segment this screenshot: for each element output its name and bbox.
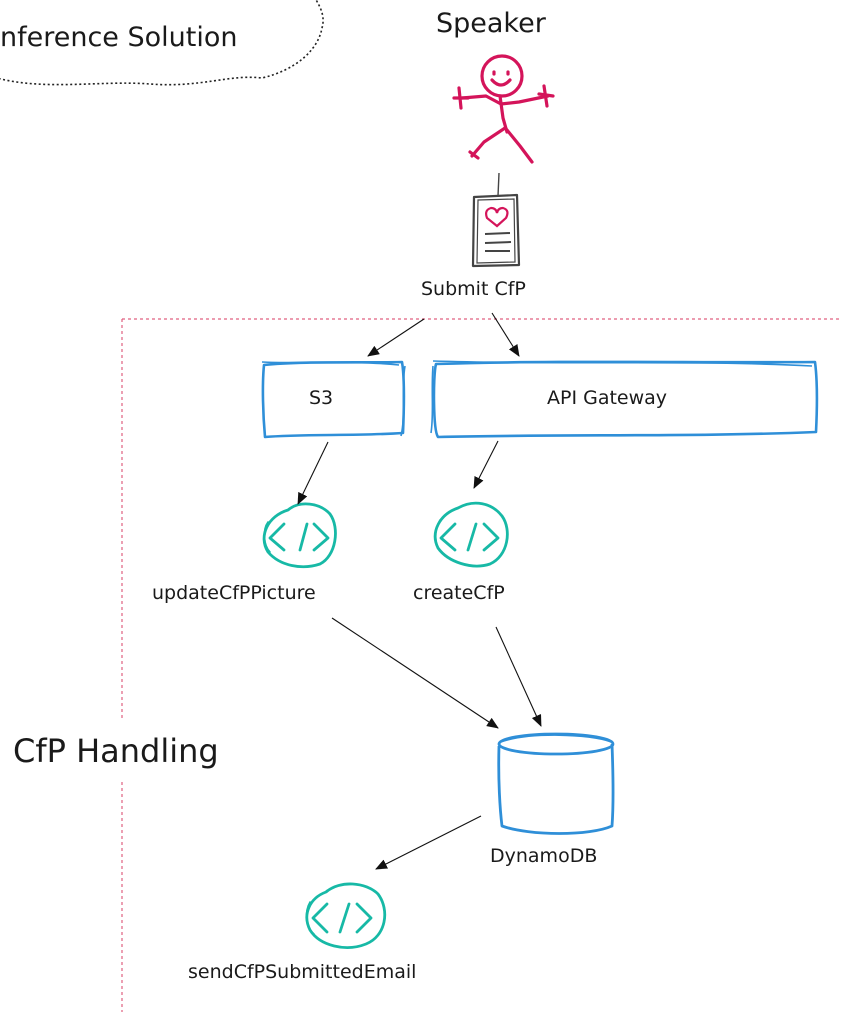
edge-s3-to-update bbox=[297, 441, 329, 505]
send-cfp-submitted-email-code-icon bbox=[305, 882, 387, 949]
create-cfp-code-icon bbox=[433, 501, 509, 568]
edge-api-gateway-to-create bbox=[473, 440, 499, 489]
speaker-stick-figure-icon bbox=[452, 54, 555, 164]
update-cfp-picture-code-icon bbox=[262, 502, 337, 569]
speaker-label: Speaker bbox=[436, 8, 546, 39]
send-cfp-submitted-email-label: sendCfPSubmittedEmail bbox=[188, 961, 417, 983]
edge-submit-to-s3 bbox=[367, 318, 425, 357]
api-gateway-service-box bbox=[430, 360, 819, 439]
edge-dynamodb-to-email bbox=[375, 815, 482, 870]
edge-update-to-dynamodb bbox=[331, 617, 499, 729]
edge-submit-to-api-gateway bbox=[491, 312, 520, 357]
api-gateway-label: API Gateway bbox=[547, 387, 668, 409]
s3-label: S3 bbox=[309, 387, 334, 409]
system-cloud-outline bbox=[0, 0, 324, 86]
boundary-label: CfP Handling bbox=[13, 732, 219, 770]
update-cfp-picture-label: updateCfPPicture bbox=[152, 582, 316, 604]
connector-arrows bbox=[297, 312, 542, 870]
submit-cfp-label: Submit CfP bbox=[421, 278, 526, 300]
s3-service-box bbox=[261, 360, 406, 439]
system-label: nference Solution bbox=[0, 22, 238, 53]
dynamodb-database-icon bbox=[497, 732, 615, 835]
create-cfp-label: createCfP bbox=[413, 582, 505, 604]
submit-cfp-document-icon bbox=[471, 172, 521, 268]
edge-create-to-dynamodb bbox=[495, 626, 542, 727]
dynamodb-label: DynamoDB bbox=[490, 845, 598, 867]
